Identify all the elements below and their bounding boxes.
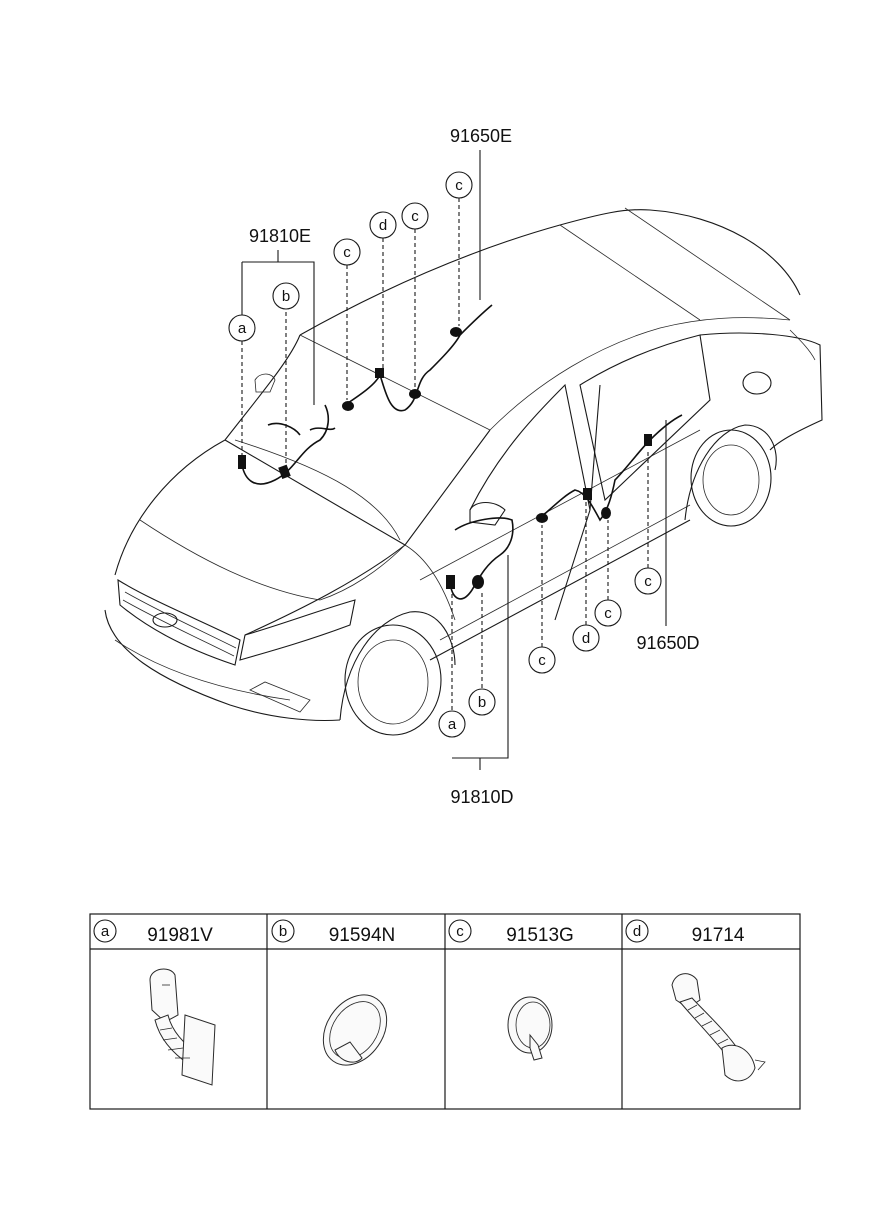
callout-c-upper-2: c: [401, 202, 429, 230]
label-91650e: 91650E: [450, 126, 512, 146]
svg-text:b: b: [282, 288, 290, 305]
svg-text:c: c: [538, 652, 546, 669]
car-illustration: [104, 207, 823, 736]
legend-part-a: 91981V: [147, 925, 213, 946]
label-91810e: 91810E: [249, 226, 311, 246]
legend-letter-b: b: [271, 919, 295, 943]
label-91650d: 91650D: [636, 633, 699, 653]
callout-b-upper: b: [272, 282, 300, 310]
callout-b-lower: b: [468, 688, 496, 716]
callout-c-lower-1: c: [528, 646, 556, 674]
svg-text:c: c: [343, 244, 351, 261]
callout-c-upper-1: c: [333, 238, 361, 266]
grommet-a-drawing: [149, 968, 216, 1086]
harness-91650d: [536, 414, 683, 523]
harness-91650e: [342, 304, 493, 412]
svg-text:b: b: [279, 923, 287, 940]
legend-part-b: 91594N: [329, 925, 396, 946]
callout-c-lower-3: c: [634, 567, 662, 595]
svg-text:c: c: [644, 573, 652, 590]
legend-letter-a: a: [93, 919, 117, 943]
callout-d-upper: d: [369, 211, 397, 239]
legend-table: a 91981V b 91594N c 91513G d 91714: [89, 913, 801, 1110]
svg-text:a: a: [448, 716, 457, 733]
legend-part-d: 91714: [692, 925, 745, 946]
svg-text:d: d: [379, 217, 387, 234]
callout-a-upper: a: [228, 314, 256, 342]
callout-d-lower: d: [572, 624, 600, 652]
svg-text:c: c: [604, 605, 612, 622]
svg-text:a: a: [101, 923, 110, 940]
callout-a-lower: a: [438, 710, 466, 738]
grommet-b-drawing: [322, 994, 388, 1066]
harness-91810e: [238, 404, 336, 485]
svg-text:d: d: [633, 923, 641, 940]
callout-c-upper-3: c: [445, 171, 473, 199]
svg-text:a: a: [238, 320, 247, 337]
legend-letter-d: d: [625, 919, 649, 943]
grommet-d-drawing: [671, 973, 766, 1082]
legend-part-c: 91513G: [506, 925, 574, 946]
svg-text:d: d: [582, 630, 590, 647]
svg-text:c: c: [455, 177, 463, 194]
svg-text:c: c: [456, 923, 464, 940]
callout-c-lower-2: c: [594, 599, 622, 627]
harness-91810d: [446, 517, 514, 600]
svg-text:c: c: [411, 208, 419, 225]
svg-text:b: b: [478, 694, 486, 711]
legend-letter-c: c: [448, 919, 472, 943]
grommet-c-drawing: [507, 996, 553, 1061]
label-91810d: 91810D: [450, 787, 513, 807]
leader-lines: [241, 150, 667, 770]
